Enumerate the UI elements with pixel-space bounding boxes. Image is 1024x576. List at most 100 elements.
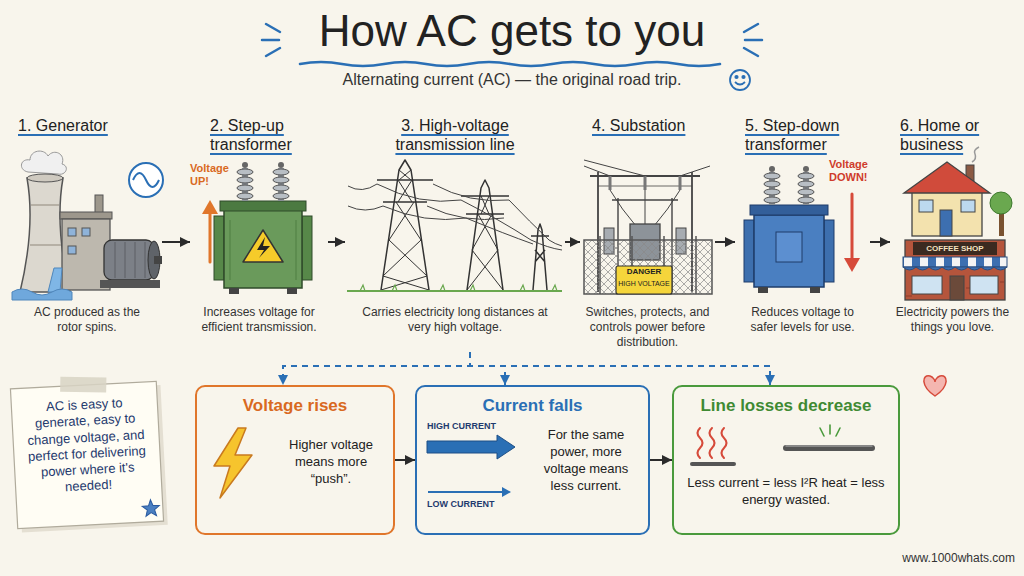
substation-equipment <box>584 160 710 226</box>
watermark: www.1000whats.com <box>860 551 1015 565</box>
substation-fence <box>600 236 696 294</box>
text-slot: Electricity powers the things you love. <box>895 305 1010 335</box>
transmission-towers <box>531 224 549 290</box>
power-lines <box>348 184 562 250</box>
coffee-shop <box>903 257 1007 267</box>
arrow-label: HIGH CURRENT <box>427 421 527 432</box>
text-slot: 6. Home or business <box>900 116 1012 154</box>
voltage-up-arrow <box>202 200 218 262</box>
text-slot: HIGH VOLTAGE <box>617 280 671 288</box>
step-column: 3. High-voltage transmission lineCarries… <box>345 112 565 352</box>
step-column: 1. Generator AC produced as the rotor spi… <box>12 112 162 352</box>
title-flourish <box>262 24 280 56</box>
text-slot: www.1000whats.com <box>860 551 1015 565</box>
text-slot: COFFEE SHOP <box>913 243 997 255</box>
step-up-transformer <box>214 216 224 280</box>
text-slot: Voltage rises <box>197 395 393 416</box>
wire-icon <box>786 445 872 451</box>
grass <box>347 290 562 292</box>
flow-arrow <box>162 241 190 243</box>
text-slot: Line losses decrease <box>674 395 898 416</box>
house <box>961 200 975 212</box>
sticky-note-paper <box>10 371 168 532</box>
sine-wave-badge <box>133 173 159 187</box>
concept-box: Line losses decreaseLess current = less … <box>672 385 900 535</box>
text-slot: Voltage UP! <box>190 162 236 188</box>
step-heading: 4. Substation <box>592 116 712 135</box>
tree <box>999 212 1004 236</box>
power-lines <box>348 206 533 244</box>
title-flourish <box>300 62 720 66</box>
step-down-transformer <box>744 220 754 282</box>
box-body: Higher voltage means more “push”. <box>275 437 387 488</box>
tree <box>990 192 1012 236</box>
voltage-down-arrow <box>844 258 860 272</box>
text-slot: Alternating current (AC) — the original … <box>212 70 812 90</box>
step-down-transformer <box>754 215 824 287</box>
text-slot: Reduces voltage to safer levels for use. <box>740 305 865 335</box>
step-up-transformer <box>220 201 306 211</box>
step-up-transformer <box>224 210 302 288</box>
power-lines <box>427 206 504 220</box>
generator-plant <box>95 195 103 213</box>
step-up-transformer <box>214 162 312 294</box>
heat-icon <box>692 462 734 466</box>
generator-plant <box>12 289 72 300</box>
concept-box: Current fallsHIGH CURRENTLOW CURRENTFor … <box>415 385 650 535</box>
step-description: Reduces voltage to safer levels for use. <box>740 305 865 335</box>
wire-icon <box>786 445 872 447</box>
generator-plant <box>154 256 162 264</box>
box-heading: Voltage rises <box>197 395 393 416</box>
smiley-icon <box>735 76 737 78</box>
text-slot: AC produced as the rotor spins. <box>24 305 150 335</box>
current-arrows <box>502 487 511 497</box>
step-up-transformer <box>302 216 312 280</box>
generator-plant <box>62 219 110 290</box>
generator-plant <box>115 242 145 278</box>
generator-plant <box>12 151 162 300</box>
text-slot: 2. Step-up transformer <box>210 116 322 154</box>
text-slot: Less current = less I²R heat = less ener… <box>684 475 888 509</box>
step-column: 4. SubstationSwitches, protects, and con… <box>580 112 715 362</box>
text-slot: LOW CURRENT <box>427 499 527 510</box>
generator-plant <box>48 268 62 292</box>
concept-box: Voltage risesHigher voltage means more “… <box>195 385 395 535</box>
coffee-shop <box>970 276 998 294</box>
step-up-transformer <box>273 169 289 175</box>
note-text: AC is easy to generate, easy to change v… <box>25 394 148 498</box>
step-heading: 1. Generator <box>18 116 158 135</box>
step-heading: 2. Step-up transformer <box>210 116 322 154</box>
step-down-transformer <box>764 197 780 203</box>
danger-sign <box>616 266 672 294</box>
danger-sign <box>616 266 672 294</box>
coffee-shop <box>912 276 942 294</box>
step-down-transformer <box>764 181 780 187</box>
step-down-transformer <box>798 181 814 187</box>
current-arrows <box>428 491 506 493</box>
step-down-transformer <box>798 189 814 195</box>
flow-arrow <box>650 459 672 461</box>
step-down-transformer <box>810 287 820 293</box>
step-description: AC produced as the rotor spins. <box>24 305 150 335</box>
smiley-icon <box>735 82 745 85</box>
step-up-transformer <box>242 162 248 168</box>
generator-plant <box>68 246 76 254</box>
step-up-transformer <box>273 185 289 191</box>
sine-wave-badge <box>129 163 163 197</box>
lightning-icon <box>214 428 252 498</box>
step-column: 2. Step-up transformerIncreases voltage … <box>190 112 328 352</box>
power-lines <box>348 184 562 250</box>
connector-group <box>162 242 890 460</box>
step-column: 6. Home or businessElectricity powers th… <box>890 112 1015 352</box>
step-up-transformer <box>273 193 289 199</box>
step-description: Switches, protects, and controls power b… <box>584 305 711 350</box>
text-slot: Carries electricity long distances at ve… <box>353 305 557 335</box>
sign-text: HIGH VOLTAGE <box>617 280 671 288</box>
tree <box>990 192 1012 214</box>
step-up-transformer <box>237 177 253 183</box>
smiley-icon <box>730 70 750 90</box>
callout-label: Voltage UP! <box>190 162 236 188</box>
step-down-transformer <box>798 173 814 179</box>
flow-arrow <box>870 241 890 243</box>
